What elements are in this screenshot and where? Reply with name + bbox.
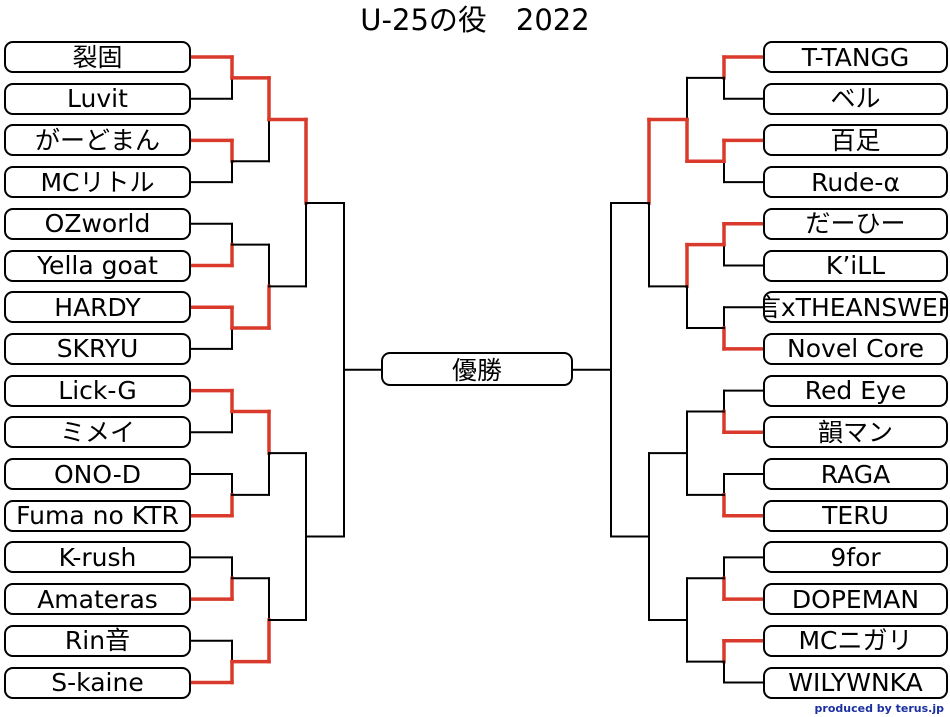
left-entrant: がーどまん (4, 124, 191, 157)
left-entrant: Yella goat (4, 249, 191, 282)
left-entrant: Lick-G (4, 374, 191, 407)
left-entrant: Rin音 (4, 624, 191, 657)
left-entrant: ONO-D (4, 458, 191, 490)
right-entrant: 9for (763, 541, 948, 574)
right-entrant: T-TANGG (763, 41, 948, 73)
right-entrant: K’iLL (763, 249, 948, 282)
left-entrant: 裂固 (4, 41, 191, 73)
left-entrant: Amateras (4, 583, 191, 616)
right-entrant: Red Eye (763, 374, 948, 407)
left-entrant: SKRYU (4, 332, 191, 365)
right-entrant: ベル (763, 82, 948, 115)
right-entrant: 言xTHEANSWER (763, 291, 948, 324)
right-entrant: だーひー (763, 207, 948, 240)
right-entrant: MCニガリ (763, 624, 948, 657)
right-entrant: RAGA (763, 458, 948, 490)
left-entrant: ミメイ (4, 416, 191, 449)
right-entrant: 韻マン (763, 416, 948, 449)
left-entrant: K-rush (4, 541, 191, 574)
left-entrant: HARDY (4, 291, 191, 324)
right-entrant: TERU (763, 499, 948, 532)
page-title: U-25の役 2022 (360, 3, 590, 37)
left-entrant: MCリトル (4, 166, 191, 199)
left-entrant: OZworld (4, 207, 191, 240)
right-entrant: Novel Core (763, 332, 948, 365)
credit-text: produced by terus.jp (814, 702, 944, 715)
final-box: 優勝 (381, 352, 573, 386)
left-entrant: S-kaine (4, 666, 191, 699)
right-entrant: DOPEMAN (763, 583, 948, 616)
right-entrant: Rude-α (763, 166, 948, 199)
left-entrant: Fuma no KTR (4, 499, 191, 532)
left-entrant: Luvit (4, 82, 191, 115)
right-entrant: WILYWNKA (763, 666, 948, 699)
right-entrant: 百足 (763, 124, 948, 157)
